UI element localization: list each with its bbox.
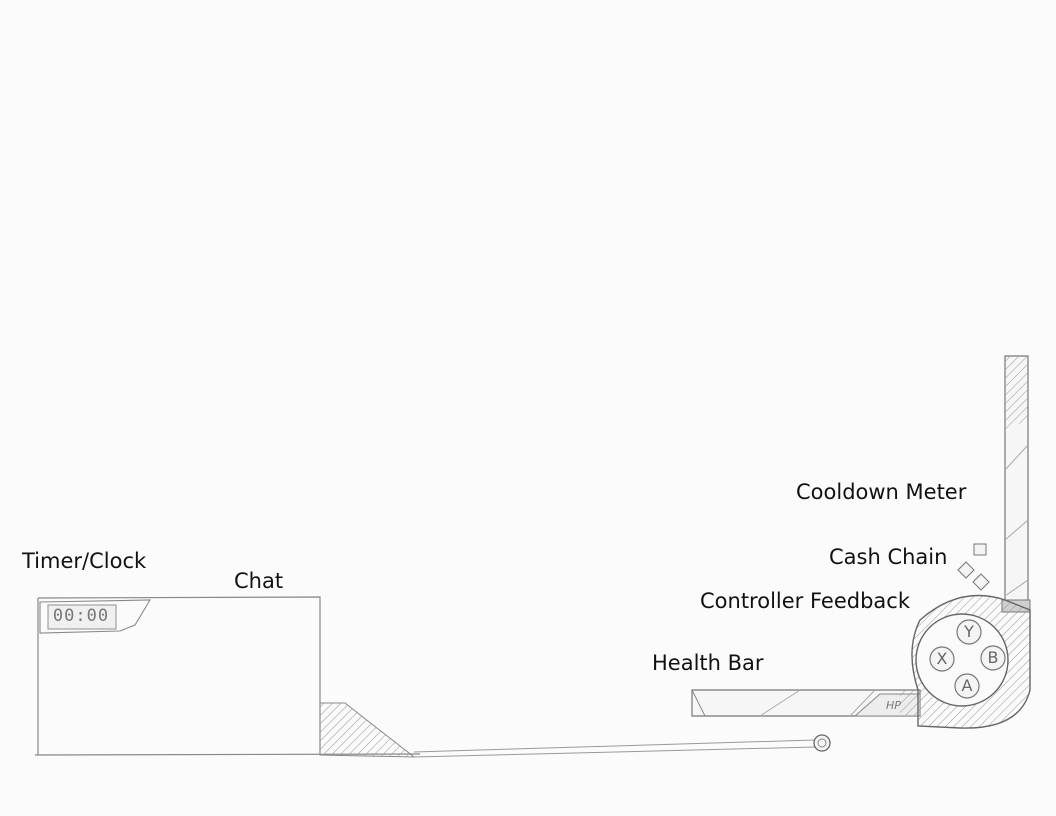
cooldown-meter [1001, 355, 1031, 613]
cash-chain [957, 543, 990, 591]
scroll-knob-icon[interactable] [813, 734, 831, 752]
cash-cube-icon [973, 543, 987, 556]
button-b-label: B [987, 648, 999, 667]
controller-feedback [911, 594, 1031, 729]
button-y-label: Y [964, 622, 974, 641]
timer-display: 00:00 [52, 606, 110, 626]
health-bar [691, 689, 921, 717]
chat-wedge [319, 702, 416, 758]
button-y-icon [956, 619, 982, 645]
button-a-label: A [961, 676, 973, 695]
health-bar-label: Health Bar [652, 651, 764, 675]
hp-label: HP [886, 699, 901, 712]
timer-box [39, 599, 151, 634]
bottom-track [413, 739, 816, 758]
cash-chain-label: Cash Chain [829, 545, 948, 569]
button-x-label: X [936, 649, 948, 668]
controller-feedback-label: Controller Feedback [700, 589, 910, 613]
chat-label: Chat [234, 569, 284, 593]
cash-cube-icon [972, 573, 990, 591]
timer-clock-label: Timer/Clock [22, 549, 147, 573]
button-b-icon [980, 645, 1006, 671]
button-a-icon [954, 673, 980, 699]
cash-cube-icon [957, 561, 975, 579]
cooldown-meter-label: Cooldown Meter [796, 480, 967, 504]
button-x-icon [929, 646, 955, 672]
